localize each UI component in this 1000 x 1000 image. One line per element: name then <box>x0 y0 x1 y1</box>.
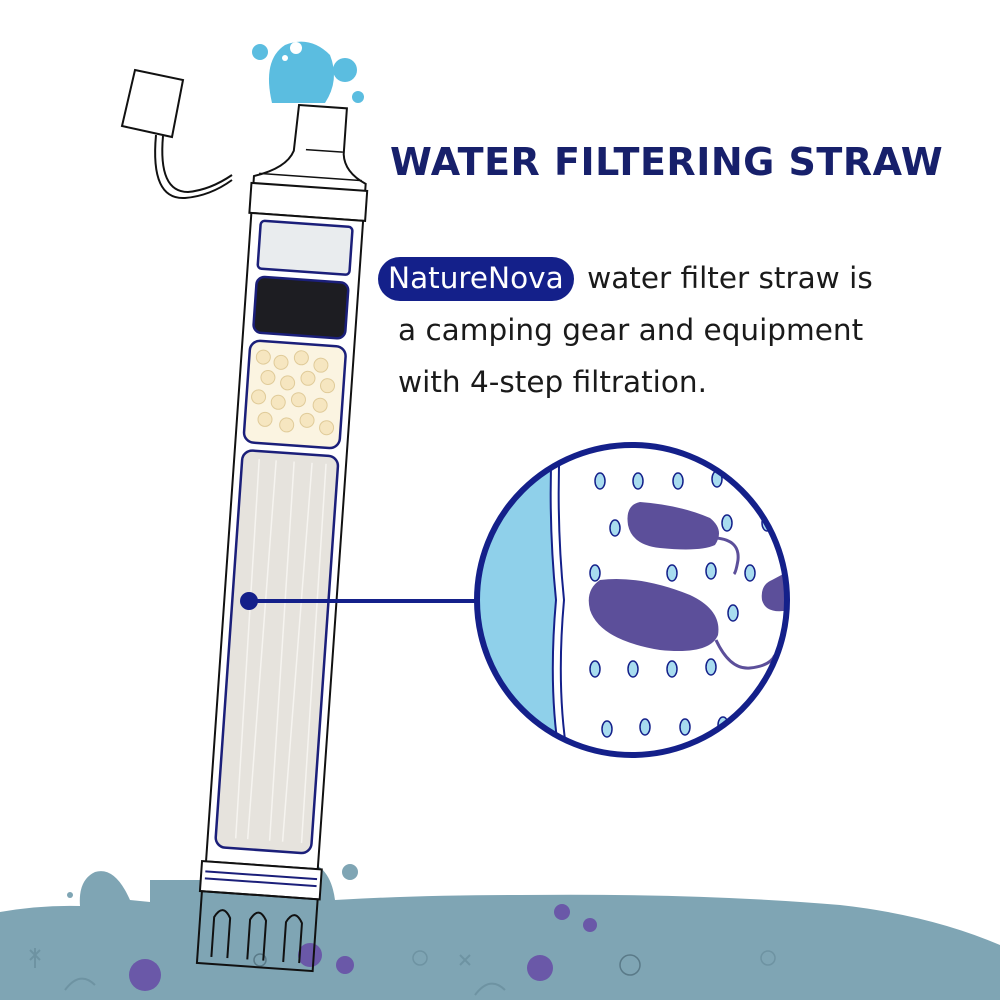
description-line-2: a camping gear and equipment <box>398 313 864 347</box>
brand-badge: NatureNova <box>378 257 574 301</box>
description-line-1-text: water filter straw is <box>587 261 873 295</box>
description-line-1: NatureNova water filter straw is <box>378 252 978 304</box>
magnified-membrane-view <box>474 442 790 758</box>
product-description: NatureNova water filter straw is a campi… <box>378 252 978 408</box>
cap-with-cord <box>120 68 233 200</box>
water-molecules <box>589 470 773 738</box>
callout-pointer <box>240 592 475 610</box>
bacteria-icon <box>588 502 787 651</box>
straw-body <box>195 103 369 973</box>
page-title: WATER FILTERING STRAW <box>390 140 944 184</box>
water-droplet-icon <box>252 41 364 103</box>
germs <box>29 904 776 996</box>
activated-carbon-stage <box>252 275 350 340</box>
description-line-3: with 4-step filtration. <box>398 365 708 399</box>
mesh-prefilter-stage <box>256 219 354 276</box>
